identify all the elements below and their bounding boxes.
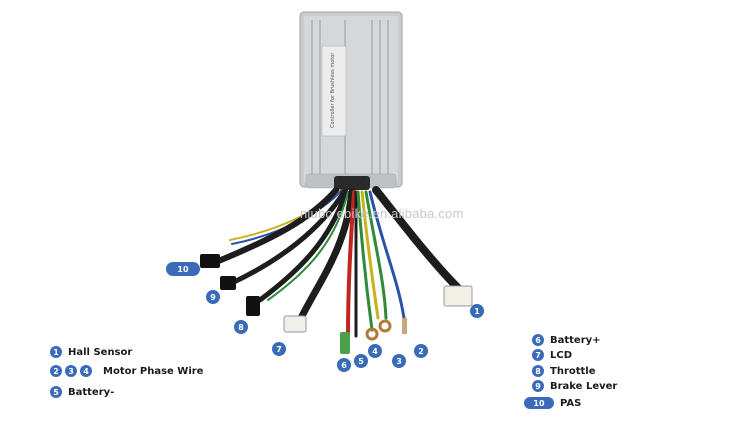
hall-connector — [443, 285, 473, 307]
ring-terminal — [365, 327, 379, 341]
legend-item-brake-lever: 9 Brake Lever — [532, 380, 617, 392]
legend-item-motor-phase-wire: 2 3 4 Motor Phase Wire — [50, 365, 203, 377]
brake-connector — [220, 276, 236, 290]
legend-item-hall-sensor: 1 Hall Sensor — [50, 346, 132, 358]
legend-badge: 3 — [65, 365, 77, 377]
callout-1: 1 — [470, 304, 484, 318]
legend-item-battery-minus: 5 Battery- — [50, 386, 114, 398]
legend-badge: 6 — [532, 334, 544, 346]
legend-badge: 5 — [50, 386, 62, 398]
legend-item-lcd: 7 LCD — [532, 349, 572, 361]
legend-badge: 9 — [532, 380, 544, 392]
legend-item-battery-plus: 6 Battery+ — [532, 334, 601, 346]
callout-10: 10 — [166, 262, 200, 276]
legend-badge: 1 — [50, 346, 62, 358]
legend-label: Motor Phase Wire — [103, 365, 204, 377]
legend-item-pas: 10 PAS — [524, 397, 581, 409]
callout-8: 8 — [234, 320, 248, 334]
legend-label: Battery+ — [550, 334, 601, 346]
wire-bundle — [213, 186, 464, 338]
legend-label: Brake Lever — [550, 380, 618, 392]
legend-badge: 8 — [532, 365, 544, 377]
legend-label: Hall Sensor — [68, 346, 133, 358]
legend-label: Battery- — [68, 386, 115, 398]
ring-terminal — [378, 319, 392, 333]
callout-2: 2 — [414, 344, 428, 358]
legend-badge: 10 — [524, 397, 554, 409]
watermark: niubo ebike.en.alibaba.com — [300, 206, 464, 221]
callout-5: 5 — [354, 354, 368, 368]
throttle-connector — [246, 296, 260, 316]
legend-item-throttle: 8 Throttle — [532, 365, 596, 377]
lcd-connector — [283, 315, 307, 333]
legend-badge: 2 — [50, 365, 62, 377]
callout-4: 4 — [368, 344, 382, 358]
phase-terminal — [402, 318, 407, 334]
legend-label: PAS — [560, 397, 582, 409]
legend-label: LCD — [550, 349, 573, 361]
controller-label: Controller for Brushless motor — [330, 52, 336, 128]
pas-connector — [200, 254, 220, 268]
callout-3: 3 — [392, 354, 406, 368]
callout-7: 7 — [272, 342, 286, 356]
legend-badge: 7 — [532, 349, 544, 361]
controller-housing: Controller for Brushless motor — [299, 11, 403, 190]
legend-badge: 4 — [80, 365, 92, 377]
callout-6: 6 — [337, 358, 351, 372]
connectors — [200, 254, 473, 354]
callout-9: 9 — [206, 290, 220, 304]
legend-label: Throttle — [550, 365, 596, 377]
battery-plus-connector — [340, 332, 350, 354]
